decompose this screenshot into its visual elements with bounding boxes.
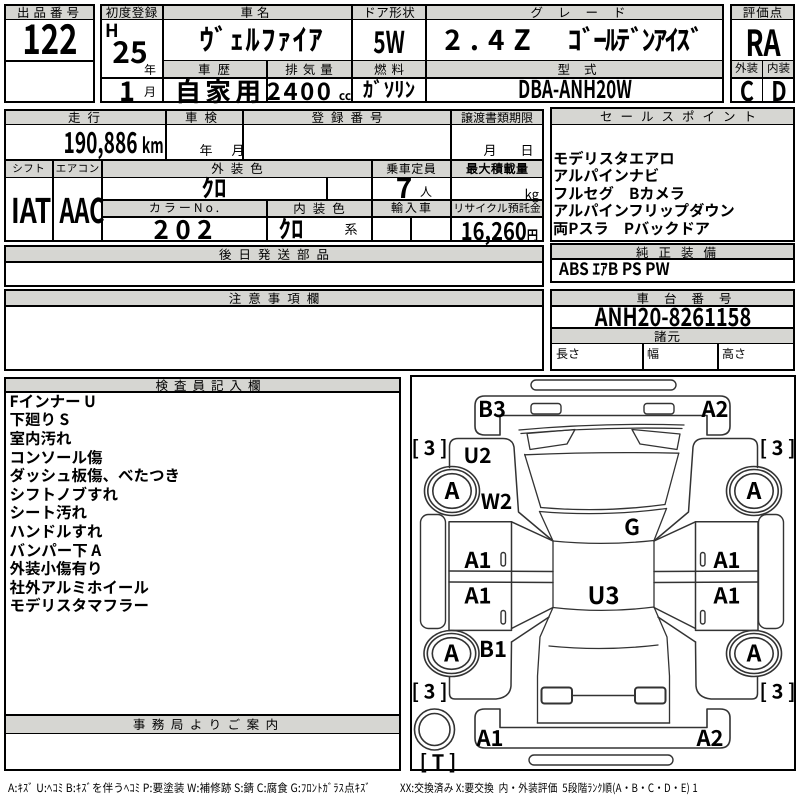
- svg-text:A1: A1: [463, 579, 491, 611]
- svg-text:U3: U3: [587, 576, 619, 611]
- svg-text:A1: A1: [475, 721, 503, 753]
- svg-text:[ T ]: [ T ]: [420, 746, 457, 775]
- svg-text:[ 3 ]: [ 3 ]: [412, 432, 448, 461]
- svg-text:W2: W2: [481, 486, 513, 516]
- svg-text:A1: A1: [463, 543, 491, 575]
- svg-text:U2: U2: [463, 440, 491, 470]
- svg-text:A2: A2: [700, 392, 728, 424]
- svg-text:A: A: [444, 472, 460, 506]
- svg-text:[ 3 ]: [ 3 ]: [412, 676, 448, 705]
- svg-text:[ 3 ]: [ 3 ]: [760, 432, 796, 461]
- svg-text:A1: A1: [712, 579, 740, 611]
- svg-text:A1: A1: [712, 543, 740, 575]
- svg-text:A2: A2: [695, 721, 723, 753]
- svg-text:B3: B3: [478, 392, 506, 424]
- svg-text:A: A: [746, 472, 762, 506]
- svg-text:[ 3 ]: [ 3 ]: [760, 676, 796, 705]
- svg-text:G: G: [624, 510, 640, 542]
- svg-text:A: A: [443, 635, 459, 669]
- svg-text:B1: B1: [479, 632, 507, 664]
- svg-text:A: A: [746, 635, 762, 669]
